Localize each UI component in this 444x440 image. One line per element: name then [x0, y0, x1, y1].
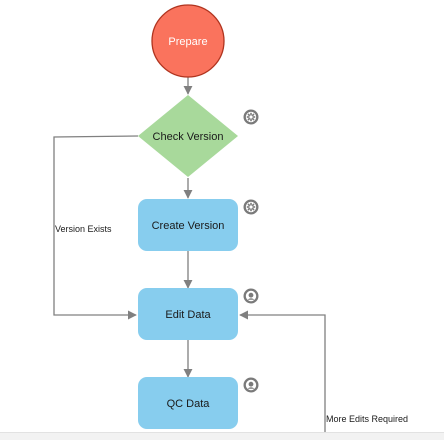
create-version-node[interactable]: Create Version [138, 199, 238, 251]
edit-data-node[interactable]: Edit Data [138, 288, 238, 340]
user-icon[interactable] [243, 288, 259, 304]
user-icon[interactable] [243, 377, 259, 393]
prepare-label: Prepare [168, 36, 207, 48]
connectors [53, 73, 326, 436]
check-version-label: Check Version [153, 131, 224, 143]
more-edits-required-label: More Edits Required [326, 414, 408, 424]
qc-data-node[interactable]: QC Data [138, 377, 238, 429]
prepare-node[interactable]: Prepare [151, 4, 225, 78]
create-version-label: Create Version [152, 220, 225, 232]
qc-data-label: QC Data [167, 398, 211, 410]
gear-icon[interactable] [243, 199, 259, 215]
horizontal-scrollbar-track[interactable] [0, 432, 444, 440]
edge-version-exists [53, 135, 139, 320]
edge-more-edits-required [239, 310, 326, 436]
gear-icon[interactable] [243, 109, 259, 125]
version-exists-label: Version Exists [55, 224, 112, 234]
edit-data-label: Edit Data [165, 309, 211, 321]
check-version-node[interactable]: Check Version [138, 95, 238, 177]
